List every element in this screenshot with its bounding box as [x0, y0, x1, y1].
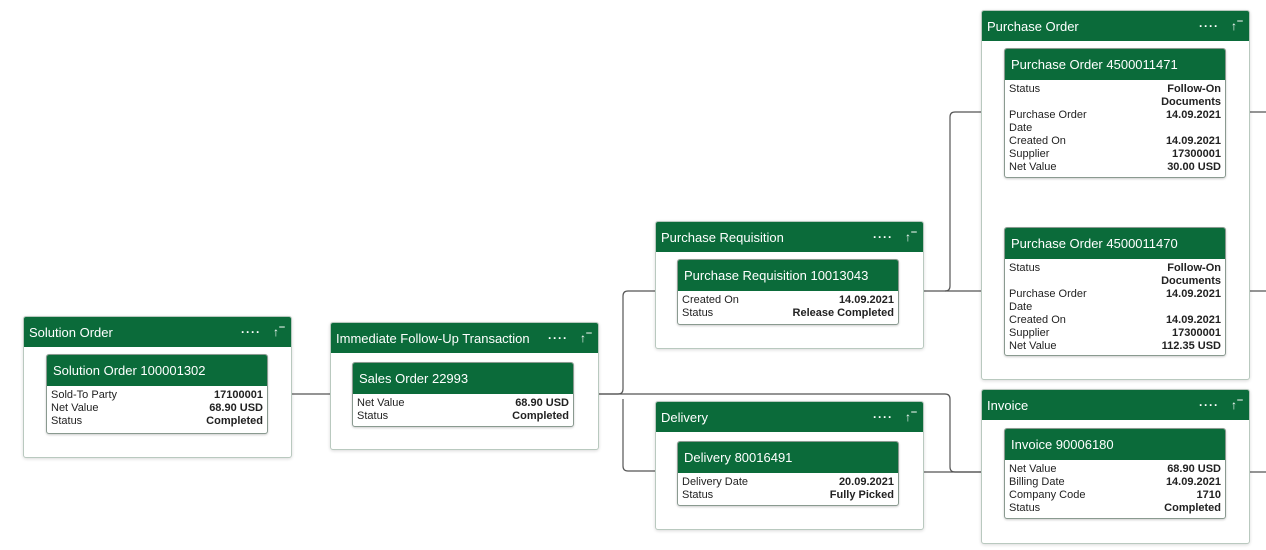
lane-title: Purchase Order [987, 18, 1079, 34]
field-value: Completed [206, 415, 263, 427]
node-card[interactable]: Sales Order 22993 Net Value 68.90 USD Sta… [352, 362, 574, 427]
more-icon[interactable]: ···· [1199, 398, 1219, 412]
field-label: Net Value [357, 397, 405, 409]
field-value: 14.09.2021 [1165, 135, 1221, 147]
card-title: Purchase Order 4500011470 [1005, 228, 1225, 259]
field-label: Supplier [1009, 148, 1050, 160]
lane-title: Immediate Follow-Up Transaction [336, 330, 530, 346]
card-title: Invoice 90006180 [1005, 429, 1225, 460]
collapse-icon[interactable]: ↑‾ [580, 331, 592, 345]
field-value: Release Completed [792, 307, 894, 319]
field-label: Created On [1009, 135, 1066, 147]
node-card[interactable]: Purchase Order 4500011471 Status Follow-O… [1004, 48, 1226, 178]
lane-title: Solution Order [29, 324, 113, 340]
field-value: 14.09.2021 [838, 294, 894, 306]
field-value: Completed [512, 410, 569, 422]
field-label: Status [682, 489, 714, 501]
field-value: 17300001 [1172, 148, 1221, 160]
collapse-icon[interactable]: ↑‾ [273, 325, 285, 339]
field-value: 14.09.2021 [1165, 288, 1221, 300]
node-card[interactable]: Invoice 90006180 Net Value 68.90 USD Bill… [1004, 428, 1226, 519]
more-icon[interactable]: ···· [241, 325, 261, 339]
field-label: Net Value [51, 402, 99, 414]
collapse-icon[interactable]: ↑‾ [905, 410, 917, 424]
collapse-icon[interactable]: ↑‾ [1231, 19, 1243, 33]
field-label: Supplier [1009, 327, 1050, 339]
more-icon[interactable]: ···· [548, 331, 568, 345]
field-value: 112.35 USD [1161, 340, 1221, 352]
more-icon[interactable]: ···· [873, 410, 893, 424]
field-value: 30.00 USD [1167, 161, 1221, 173]
field-value: 17300001 [1172, 327, 1221, 339]
node-card[interactable]: Purchase Requisition 10013043 Created On… [677, 259, 899, 325]
field-label: Status [51, 415, 83, 427]
field-value: 14.09.2021 [1165, 109, 1221, 121]
field-value: 14.09.2021 [1165, 314, 1221, 326]
field-value: 1710 [1196, 489, 1221, 501]
field-value: Follow-On Documents [1161, 83, 1221, 108]
more-icon[interactable]: ···· [873, 230, 893, 244]
card-title: Solution Order 100001302 [47, 355, 267, 386]
card-title: Purchase Requisition 10013043 [678, 260, 898, 291]
field-value: 14.09.2021 [1165, 476, 1221, 488]
field-value: 68.90 USD [1167, 463, 1221, 475]
field-label: Company Code [1009, 489, 1086, 501]
node-card[interactable]: Purchase Order 4500011470 Status Follow-O… [1004, 227, 1226, 356]
field-label: Status [682, 307, 714, 319]
lane-title: Invoice [987, 397, 1029, 413]
field-value: Fully Picked [829, 489, 894, 501]
node-card[interactable]: Delivery 80016491 Delivery Date 20.09.202… [677, 441, 899, 506]
lane-title: Delivery [661, 409, 708, 425]
field-label: Net Value [1009, 340, 1057, 352]
card-title: Delivery 80016491 [678, 442, 898, 473]
card-title: Purchase Order 4500011471 [1005, 49, 1225, 80]
field-label: Net Value [1009, 463, 1057, 475]
field-label: Sold-To Party [51, 389, 118, 401]
field-label: Status [1009, 502, 1041, 514]
field-label: Net Value [1009, 161, 1057, 173]
field-label: Status [357, 410, 389, 422]
field-value: 20.09.2021 [838, 476, 894, 488]
field-label: Billing Date [1009, 476, 1065, 488]
field-label: Status [1009, 83, 1041, 95]
field-label: Created On [1009, 314, 1066, 326]
field-label: Purchase Order Date [1009, 288, 1087, 313]
field-value: Follow-On Documents [1161, 262, 1221, 287]
collapse-icon[interactable]: ↑‾ [905, 230, 917, 244]
field-value: 68.90 USD [209, 402, 263, 414]
collapse-icon[interactable]: ↑‾ [1231, 398, 1243, 412]
field-label: Created On [682, 294, 739, 306]
card-title: Sales Order 22993 [353, 363, 573, 394]
field-value: 68.90 USD [515, 397, 569, 409]
field-label: Delivery Date [682, 476, 749, 488]
node-card[interactable]: Solution Order 100001302 Sold-To Party 17… [46, 354, 268, 434]
field-value: 17100001 [214, 389, 263, 401]
field-value: Completed [1164, 502, 1221, 514]
field-label: Purchase Order Date [1009, 109, 1087, 134]
more-icon[interactable]: ···· [1199, 19, 1219, 33]
lane-title: Purchase Requisition [661, 229, 784, 245]
field-label: Status [1009, 262, 1041, 274]
